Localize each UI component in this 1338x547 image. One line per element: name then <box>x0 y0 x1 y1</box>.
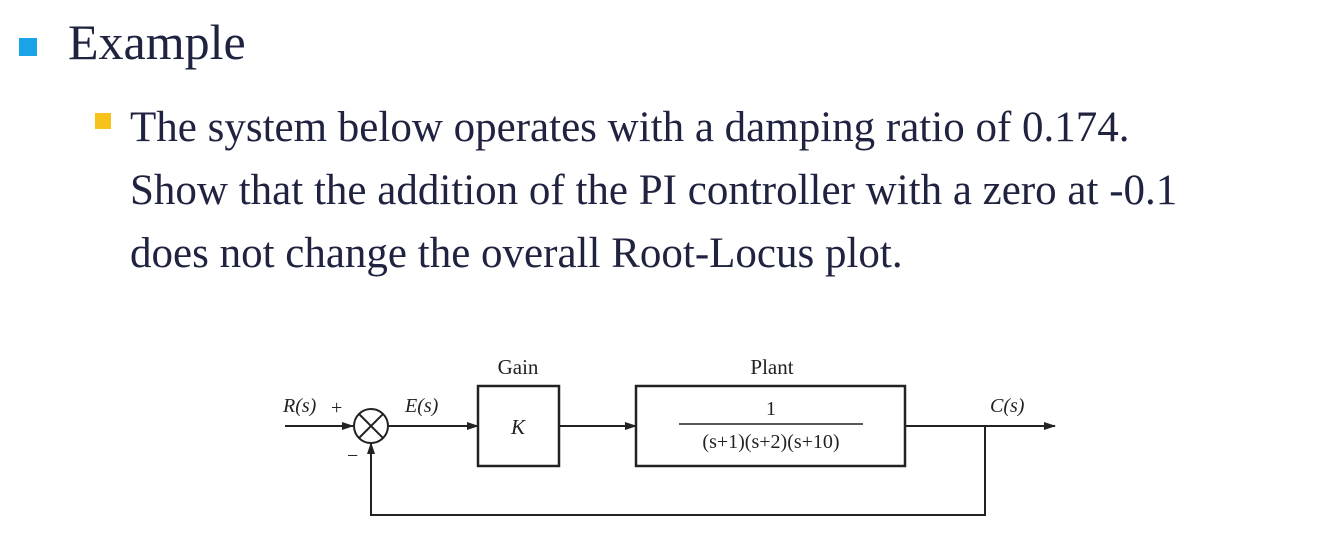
problem-statement: The system below operates with a damping… <box>130 96 1320 285</box>
summing-junction <box>353 408 389 444</box>
problem-line-3: does not change the overall Root-Locus p… <box>130 230 903 277</box>
error-signal-label: E(s) <box>404 395 439 417</box>
gain-title: Gain <box>498 355 539 379</box>
plant-title: Plant <box>750 355 793 379</box>
problem-line-2: Show that the addition of the PI control… <box>130 167 1178 214</box>
summing-minus-sign: − <box>347 445 358 467</box>
plant-block <box>634 384 907 468</box>
input-signal-label: R(s) <box>282 395 317 417</box>
level2-bullet <box>95 113 111 129</box>
gain-value: K <box>510 415 526 439</box>
problem-line-1: The system below operates with a damping… <box>130 104 1130 151</box>
feedback-path <box>367 426 986 516</box>
summing-plus-sign: + <box>331 397 342 419</box>
slide-heading: Example <box>68 14 246 70</box>
gain-block <box>476 384 561 468</box>
plant-numerator: 1 <box>766 398 776 420</box>
plant-denominator: (s+1)(s+2)(s+10) <box>702 431 839 453</box>
level1-bullet <box>19 38 37 56</box>
output-signal-label: C(s) <box>990 395 1025 417</box>
